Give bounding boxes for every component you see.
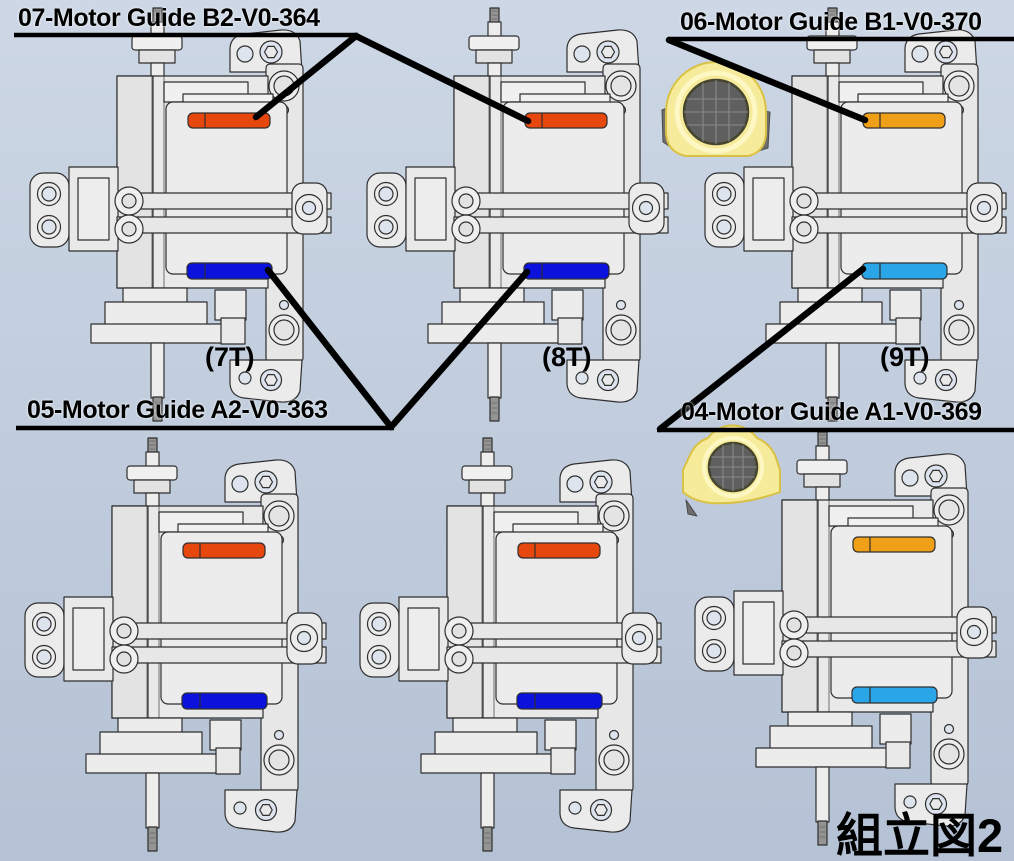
pinion-label-9t: (9T)	[880, 342, 930, 372]
pinion-label-8t: (8T)	[542, 342, 592, 372]
motor-assembly-8t-top	[366, 7, 669, 422]
guide-part-b1-view	[661, 61, 771, 157]
motor-assembly-7t-bottom	[24, 437, 327, 852]
callout-motor-guide-a1: 04-Motor Guide A1-V0-369	[681, 398, 982, 426]
drawing-title: 組立図2	[836, 809, 1004, 861]
callout-underlines	[14, 32, 1014, 433]
guide-part-a1-view	[682, 424, 781, 517]
motor-assembly-8t-bottom	[359, 437, 662, 852]
callout-motor-guide-a2: 05-Motor Guide A2-V0-363	[27, 396, 328, 424]
leader-lines	[252, 32, 869, 433]
pinion-label-7t: (7T)	[205, 342, 255, 372]
callout-motor-guide-b1: 06-Motor Guide B1-V0-370	[680, 8, 982, 36]
callout-motor-guide-b2: 07-Motor Guide B2-V0-364	[18, 4, 320, 32]
motor-assembly-7t-top	[29, 7, 332, 422]
